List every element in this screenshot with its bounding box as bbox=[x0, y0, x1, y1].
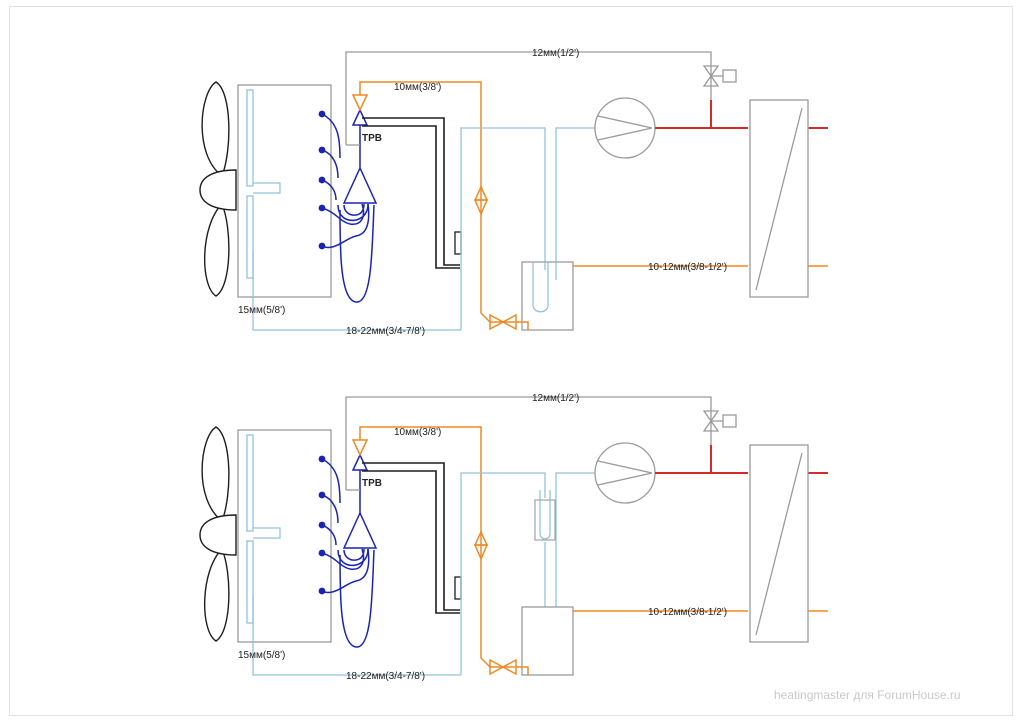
gas-line-label: 12мм(1/2') bbox=[532, 48, 579, 59]
drawing-frame bbox=[9, 6, 1013, 716]
watermark: heatingmaster для ForumHouse.ru bbox=[774, 688, 961, 702]
trv-label: TPB bbox=[362, 478, 382, 489]
inner-pipe-label: 15мм(5/8') bbox=[238, 650, 285, 661]
diagram-1: 12мм(1/2') 10мм(3/8') TPB 15мм(5/8') 18-… bbox=[199, 48, 829, 337]
inner-pipe-label: 15мм(5/8') bbox=[238, 305, 285, 316]
suction-line-label: 18-22мм(3/4-7/8') bbox=[346, 326, 425, 337]
gas-line-label: 12мм(1/2') bbox=[532, 393, 579, 404]
suction-line-label: 18-22мм(3/4-7/8') bbox=[346, 671, 425, 682]
trv-label: TPB bbox=[362, 133, 382, 144]
return-line-label: 10-12мм(3/8-1/2') bbox=[648, 262, 727, 273]
return-line-label: 10-12мм(3/8-1/2') bbox=[648, 607, 727, 618]
liquid-line-label: 10мм(3/8') bbox=[394, 82, 441, 93]
diagram-2: 12мм(1/2') 10мм(3/8') TPB 15мм(5/8') 18-… bbox=[199, 393, 829, 682]
receiver-box bbox=[521, 606, 574, 676]
liquid-line-label: 10мм(3/8') bbox=[394, 427, 441, 438]
